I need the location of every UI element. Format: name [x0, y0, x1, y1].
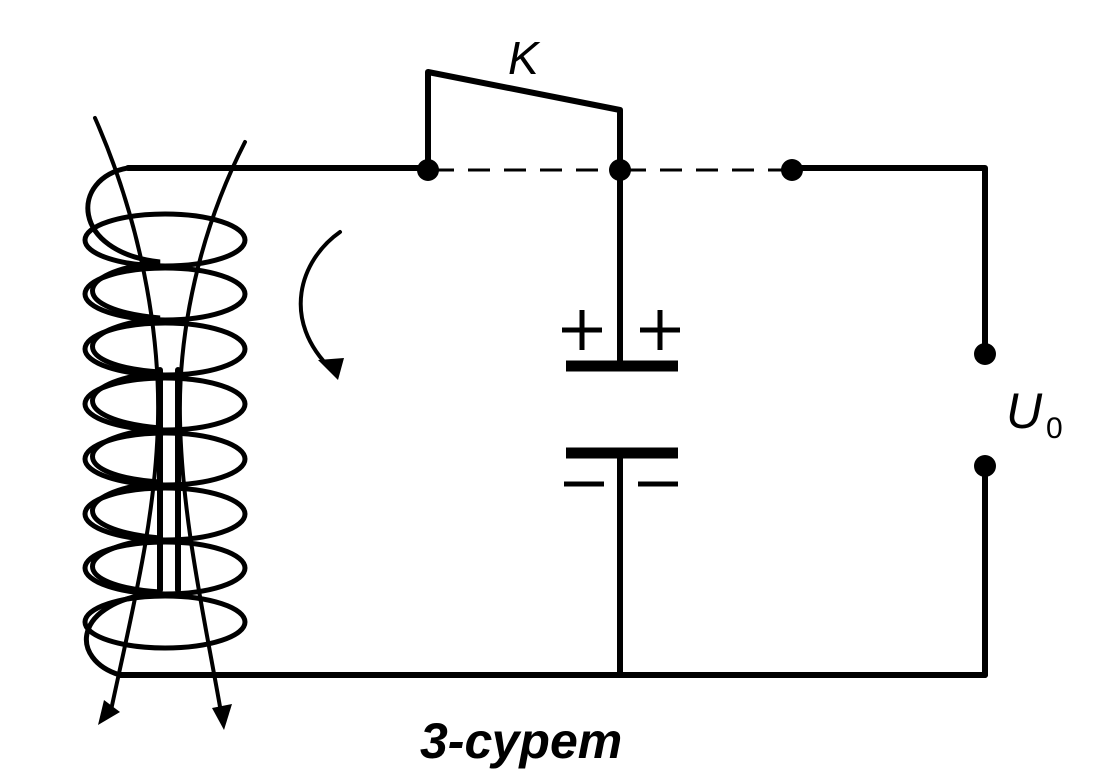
magnetic-field-lines [93, 116, 247, 730]
coil-core [157, 367, 181, 593]
node-source-top [781, 159, 803, 181]
inductor-coil [82, 165, 248, 678]
node-switch-right [609, 159, 631, 181]
figure-caption: 3-сурет [420, 713, 622, 769]
current-direction-arrow [298, 230, 344, 380]
switch-label: K [508, 32, 541, 84]
capacitor-plus-signs [562, 310, 680, 350]
field-arrow-left [98, 700, 120, 725]
terminal-source-upper [974, 343, 996, 365]
field-arrow-right [212, 704, 232, 730]
switch-k [425, 69, 623, 171]
node-switch-left [417, 159, 439, 181]
voltage-subscript: 0 [1046, 412, 1063, 445]
top-wire-right [789, 165, 988, 355]
terminal-source-lower [974, 455, 996, 477]
voltage-label: U [1006, 383, 1043, 439]
